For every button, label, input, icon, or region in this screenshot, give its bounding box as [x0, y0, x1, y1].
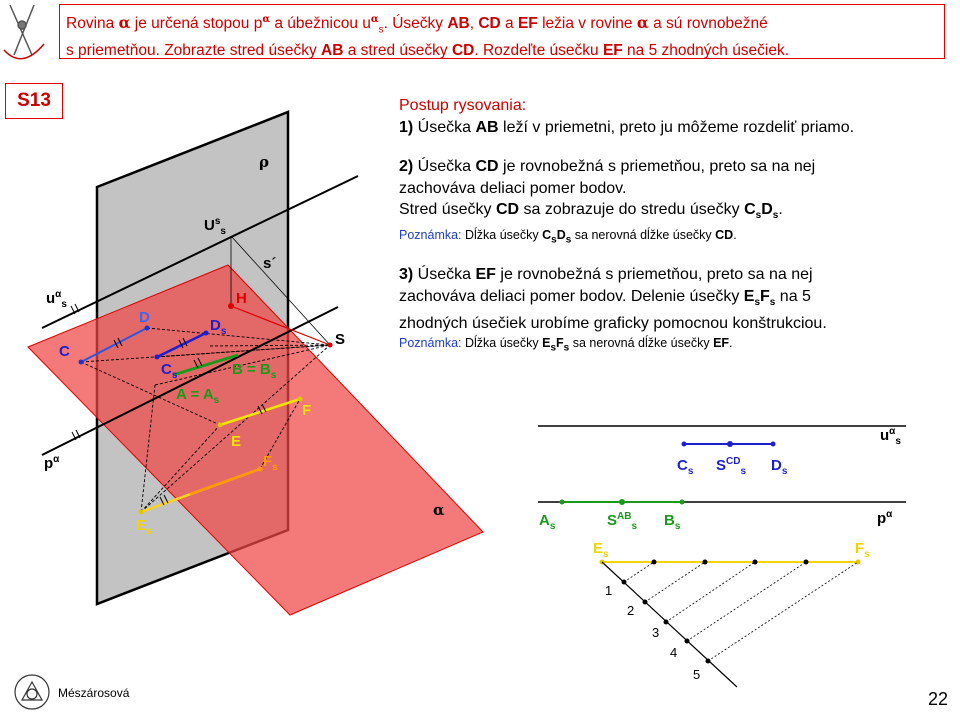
- c-label-u-alpha: uαs: [880, 426, 901, 447]
- c-label-ds: Ds: [771, 457, 788, 477]
- c-label-bs: Bs: [664, 512, 681, 532]
- label-rho: ρ: [259, 153, 269, 171]
- construction-steps: Postup rysovania: 1) Úsečka AB leží v pr…: [399, 95, 949, 356]
- author-name: Mészárosová: [58, 686, 130, 700]
- plane-alpha: [27, 264, 484, 616]
- segment-ab: [172, 353, 239, 377]
- label-p-alpha: pα: [44, 454, 60, 472]
- label-h: H: [236, 290, 247, 307]
- svg-text:1: 1: [605, 583, 612, 598]
- point-c: [78, 359, 84, 365]
- label-d: D: [139, 309, 150, 326]
- label-c: C: [59, 343, 70, 360]
- step-3: 3) Úsečka EF je rovnobežná s priemetňou,…: [399, 266, 827, 333]
- c-label-fs: Fs: [855, 540, 870, 560]
- point-fs: [257, 466, 263, 472]
- point-cs: [154, 354, 160, 360]
- segment-cd: [80, 327, 148, 363]
- c-point-as: [559, 499, 565, 505]
- label-e: E: [231, 433, 241, 450]
- c-label-sab: SABs: [607, 511, 637, 532]
- label-alpha: α: [433, 501, 445, 519]
- c-point-bs: [679, 499, 685, 505]
- label-es: Es: [136, 517, 152, 537]
- page-number: 22: [927, 689, 948, 709]
- c-label-es: Es: [593, 540, 609, 560]
- point-e: [217, 422, 223, 428]
- svg-text:2: 2: [627, 603, 634, 618]
- label-s-prime: s´: [263, 255, 276, 272]
- label-a-as: A = As: [176, 386, 220, 406]
- steps-heading: Postup rysovania:: [399, 97, 527, 114]
- point-f: [297, 396, 303, 402]
- vanishing-line-u: [41, 175, 359, 329]
- slide-code-badge: S13: [5, 83, 63, 119]
- label-fs: Fs: [263, 453, 278, 473]
- projection-rays: [80, 327, 331, 513]
- c-label-p-alpha: pα: [877, 509, 893, 527]
- label-ds: Ds: [210, 317, 227, 337]
- c-label-scd: SCDs: [716, 456, 746, 477]
- label-s: S: [335, 331, 345, 348]
- step-1: 1) Úsečka AB leží v priemetni, preto ju …: [399, 118, 855, 136]
- segment-ef: [219, 397, 301, 427]
- division-numbers: 1 2 3 4 5: [605, 583, 700, 682]
- point-es: [138, 509, 144, 515]
- s-prime-line: [230, 235, 331, 346]
- c-point-sab: [619, 499, 625, 505]
- author-logo: [14, 674, 50, 710]
- c-label-as: As: [539, 512, 556, 532]
- c-point-ds: [770, 441, 776, 447]
- c-point-scd: [727, 441, 733, 447]
- segment-es-fs-orange: [189, 467, 261, 496]
- label-u-alpha: uαs: [46, 289, 67, 310]
- point-ds: [203, 330, 209, 336]
- compass-icon: [3, 4, 45, 60]
- point-h: [228, 303, 234, 309]
- parallel-transfer-lines: [623, 561, 859, 662]
- h-line: [230, 305, 331, 346]
- svg-text:5: 5: [693, 667, 700, 682]
- task-statement: Rovina α je určená stopou pα a úbežnicou…: [59, 4, 945, 59]
- label-cs: Cs: [161, 361, 178, 381]
- label-f: F: [302, 402, 311, 419]
- label-b-bs: B = Bs: [232, 361, 277, 381]
- note-2: Poznámka: Dĺžka úsečky EsFs sa nerovná d…: [399, 335, 733, 354]
- parallel-marks: [70, 303, 267, 506]
- c-label-cs: Cs: [677, 457, 694, 477]
- note-1: Poznámka: Dĺžka úsečky CsDs sa nerovná d…: [399, 227, 737, 246]
- svg-text:3: 3: [652, 625, 659, 640]
- c-point-cs: [681, 441, 687, 447]
- step-2: 2) Úsečka CD je rovnobežná s priemetňou,…: [399, 158, 816, 222]
- label-us: Uss: [204, 216, 226, 237]
- svg-text:4: 4: [670, 645, 677, 660]
- trace-line-p: [41, 306, 339, 456]
- point-s: [327, 342, 333, 348]
- point-d: [144, 325, 150, 331]
